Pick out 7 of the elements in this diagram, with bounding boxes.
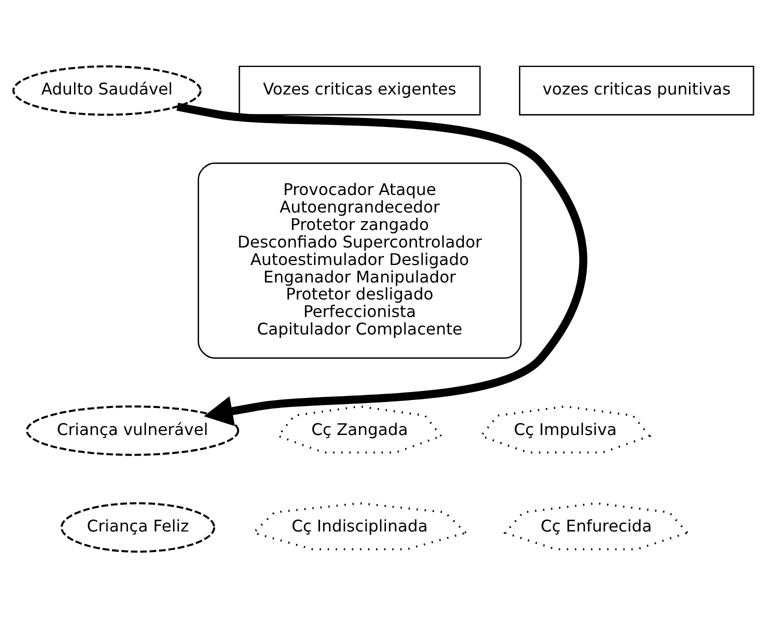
node-ellipse: Criança vulnerável [26,405,240,456]
node-box: vozes criticas punitivas [518,66,754,116]
node-ellipse: Criança Feliz [60,502,216,553]
node-box: Provocador Ataque Autoengrandecedor Protetor zangado Desconfiado Supercontrolador Autoestimulador Desligado Enganador Manipulador Protetor desligado Perfeccionista Capitulador Complacente [198,162,522,359]
node-ellipse: Adulto Saudável [12,65,202,116]
arrow [176,102,588,426]
node-box: Vozes criticas exigentes [238,66,481,116]
